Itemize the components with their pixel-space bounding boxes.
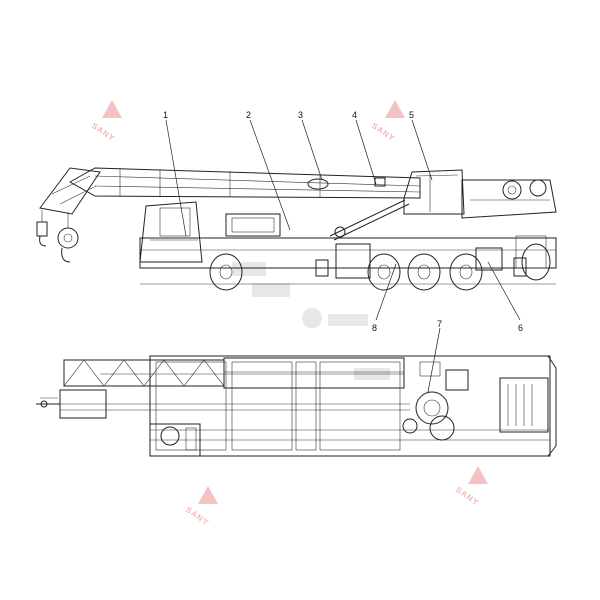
- boom-side: [39, 167, 421, 215]
- carrier-cab: [139, 201, 203, 263]
- crane-top-view: [36, 355, 557, 457]
- callout-5: 5: [409, 110, 414, 120]
- callout-6: 6: [518, 323, 523, 333]
- callout-7: 7: [437, 319, 442, 329]
- watermark-text: SANY: [90, 121, 117, 143]
- callout-labels: 1 2 3 4 5 6 7 8: [163, 110, 523, 333]
- turntable-top: [402, 361, 469, 441]
- watermark-text: SANY: [184, 505, 211, 527]
- leader-6: [487, 261, 521, 321]
- counterweight: [461, 179, 557, 219]
- leader-1: [165, 119, 187, 237]
- callout-1: 1: [163, 110, 168, 120]
- sany-logo-icon: [385, 100, 405, 118]
- luffing-cylinder: [329, 199, 410, 241]
- crane-side-view: [36, 167, 557, 291]
- watermark-circle-icon: [302, 308, 322, 328]
- counterweight-top: [499, 355, 557, 457]
- leader-5: [411, 119, 433, 181]
- hook-block-main: [57, 212, 79, 263]
- carrier-cab-top: [149, 423, 201, 457]
- sany-logo-icon: [468, 466, 488, 484]
- callout-2: 2: [246, 110, 251, 120]
- wheels-side: [209, 243, 551, 291]
- leader-4: [355, 119, 377, 185]
- carrier-deck-top: [149, 355, 551, 457]
- watermark-text: SANY: [454, 485, 481, 507]
- callout-leaders: [165, 119, 521, 393]
- watermark-bottom-right: SANY: [454, 466, 488, 507]
- boom-head-top: [36, 389, 107, 419]
- leader-8: [375, 263, 397, 321]
- leader-3: [301, 119, 323, 181]
- watermark-top-right: SANY: [370, 100, 405, 143]
- leader-2: [249, 119, 291, 231]
- watermark-block: [232, 262, 266, 276]
- watermark-block: [328, 314, 368, 326]
- operator-cab: [403, 169, 465, 215]
- boom-top: [60, 357, 410, 411]
- watermark-block: [252, 283, 290, 297]
- watermark-top-left: SANY: [90, 100, 122, 143]
- callout-4: 4: [352, 110, 357, 120]
- hook-block-aux: [36, 210, 48, 247]
- sany-logo-icon: [102, 100, 122, 118]
- carrier-chassis: [139, 213, 557, 285]
- callout-8: 8: [372, 323, 377, 333]
- leader-7: [427, 327, 441, 393]
- callout-3: 3: [298, 110, 303, 120]
- watermark-bottom-left: SANY: [184, 486, 218, 527]
- watermark-center-mark: [232, 262, 390, 380]
- watermark-text: SANY: [370, 121, 397, 143]
- outriggers-side: [315, 257, 527, 277]
- sany-logo-icon: [198, 486, 218, 504]
